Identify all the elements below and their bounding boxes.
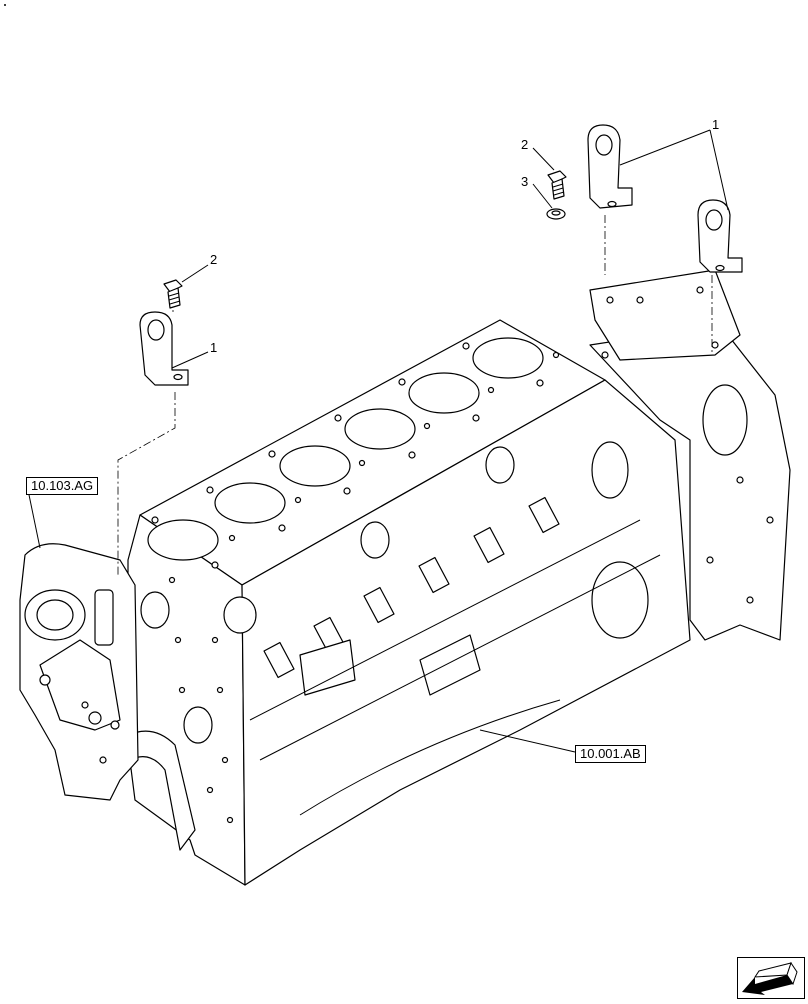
ref-engine-block[interactable]: 10.001.AB <box>575 745 646 763</box>
callout-washer-right: 3 <box>521 174 529 189</box>
right-bolt <box>547 170 567 200</box>
right-lifting-bracket-a <box>587 124 633 209</box>
ref-front-cover[interactable]: 10.103.AG <box>26 477 99 495</box>
front-cover-housing <box>19 543 139 801</box>
left-lifting-bracket <box>139 311 189 386</box>
callout-bracket-right: 1 <box>712 117 720 132</box>
right-washer <box>546 208 566 220</box>
callout-bracket-left: 1 <box>210 340 218 355</box>
corner-dot <box>4 4 6 6</box>
left-assembly-line <box>117 310 176 575</box>
right-lifting-bracket-b <box>697 199 743 273</box>
leader-lines <box>27 129 729 753</box>
engine-block <box>119 269 791 886</box>
callout-bolt-right: 2 <box>521 137 529 152</box>
left-bolt <box>163 279 183 309</box>
callout-bolt-left: 2 <box>210 252 218 267</box>
arrow-back-icon[interactable] <box>737 957 805 999</box>
